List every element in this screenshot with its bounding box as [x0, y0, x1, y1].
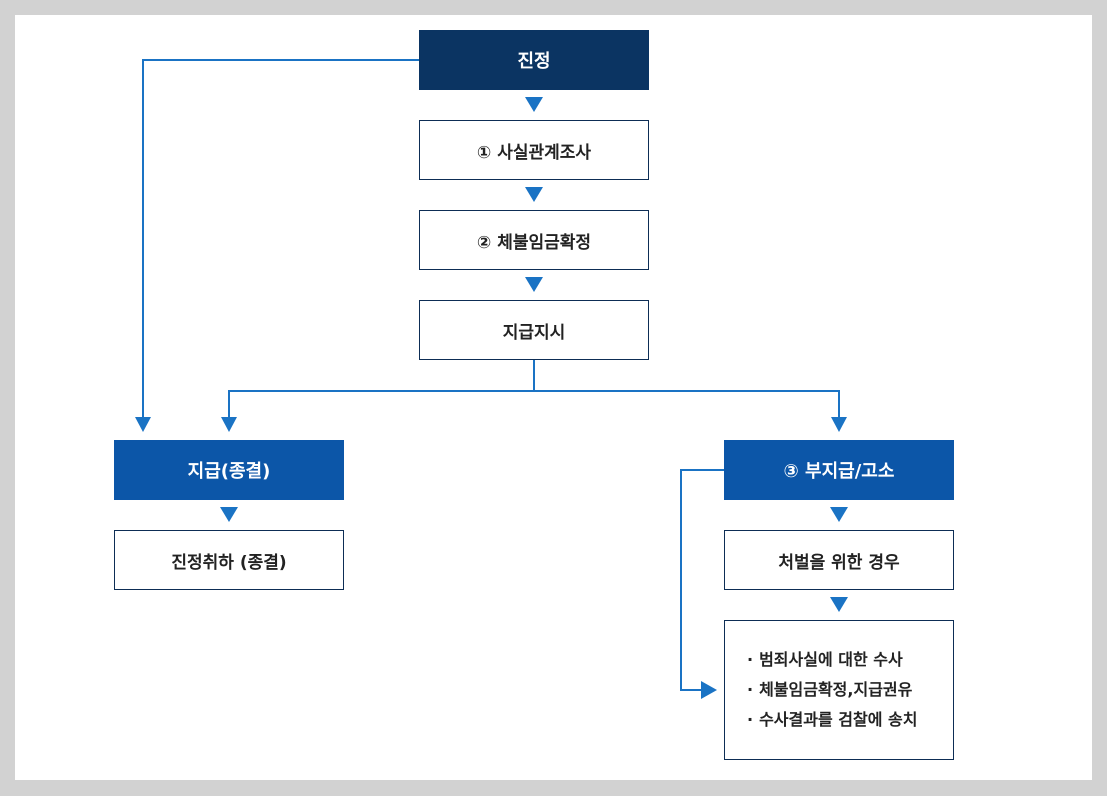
action-item: · 체불임금확정,지급권유: [747, 675, 912, 705]
node-nonpayment-label: ③ 부지급/고소: [783, 461, 895, 482]
node-fact-check-label: ① 사실관계조사: [476, 142, 592, 163]
node-nonpayment: ③ 부지급/고소: [724, 440, 954, 500]
node-paid-label: 지급(종결): [187, 461, 271, 482]
connector-order-to-paid: [228, 390, 534, 418]
bullet-icon: ·: [747, 710, 754, 729]
node-paid: 지급(종결): [114, 440, 344, 500]
node-actions: · 범죄사실에 대한 수사 · 체불임금확정,지급권유 · 수사결과를 검찰에 송치: [724, 620, 954, 760]
arrow-punishment-to-actions: [830, 597, 848, 612]
arrow-nonpayment-to-punishment: [830, 507, 848, 522]
node-fact-check: ① 사실관계조사: [419, 120, 649, 180]
arrow-bypass-to-actions: [701, 681, 717, 699]
node-payment-order-label: 지급지시: [502, 322, 566, 343]
connector-nonpayment-to-actions: [680, 469, 724, 691]
arrow-factcheck-to-wage: [525, 187, 543, 202]
connector-petition-to-paid: [142, 59, 419, 418]
arrow-paid-to-withdrawal: [220, 507, 238, 522]
node-petition: 진정: [419, 30, 649, 90]
node-petition-label: 진정: [517, 51, 551, 72]
node-wage-confirm: ② 체불임금확정: [419, 210, 649, 270]
action-item-label: 범죄사실에 대한 수사: [759, 650, 903, 669]
action-item-label: 수사결과를 검찰에 송치: [759, 710, 918, 729]
node-payment-order: 지급지시: [419, 300, 649, 360]
arrow-order-to-paid: [221, 417, 237, 432]
connector-order-to-nonpayment: [534, 390, 840, 418]
action-item-label: 체불임금확정,지급권유: [759, 680, 913, 699]
action-item: · 범죄사실에 대한 수사: [747, 645, 903, 675]
arrow-petition-to-factcheck: [525, 97, 543, 112]
arrow-bypass-to-paid: [135, 417, 151, 432]
node-withdrawal-label: 진정취하 (종결): [171, 552, 287, 573]
arrow-wage-to-order: [525, 277, 543, 292]
node-withdrawal: 진정취하 (종결): [114, 530, 344, 590]
node-punishment: 처벌을 위한 경우: [724, 530, 954, 590]
arrow-order-to-nonpayment: [831, 417, 847, 432]
action-item: · 수사결과를 검찰에 송치: [747, 705, 917, 735]
bullet-icon: ·: [747, 650, 754, 669]
node-punishment-label: 처벌을 위한 경우: [778, 552, 900, 573]
bullet-icon: ·: [747, 680, 754, 699]
node-wage-confirm-label: ② 체불임금확정: [476, 232, 592, 253]
